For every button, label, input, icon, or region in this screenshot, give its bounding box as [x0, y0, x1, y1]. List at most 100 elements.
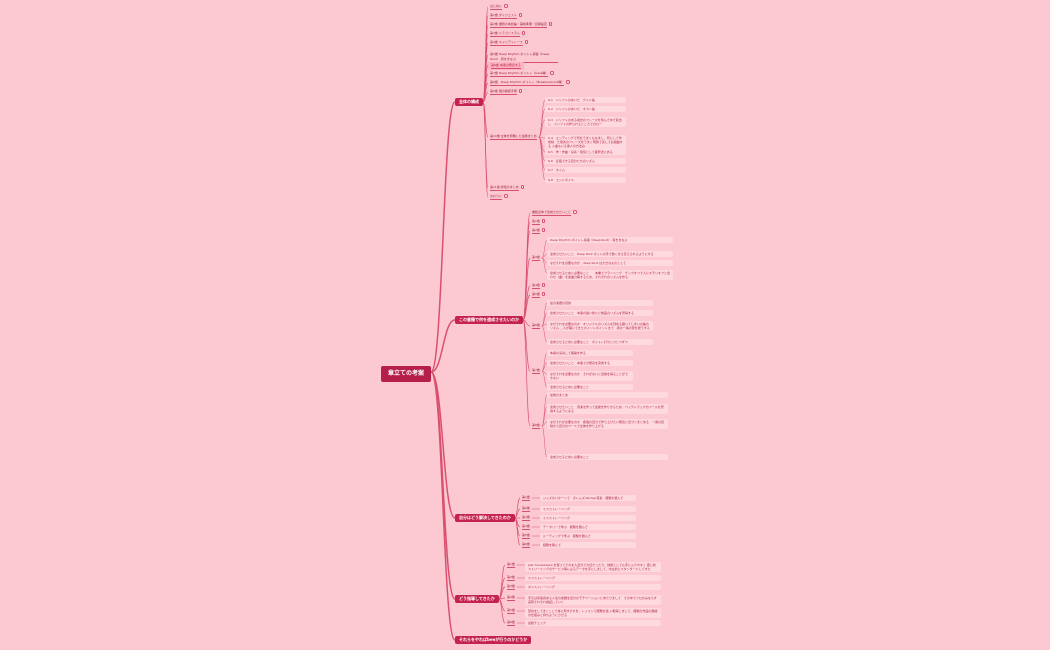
detail-2-4-0-label: ルーティングで学ぶ 経験を積んで [543, 534, 591, 538]
note-icon[interactable] [566, 80, 570, 84]
branch-2[interactable]: 自分はどう解決してきたのか [455, 514, 515, 522]
detail-0-10-6[interactable]: 6-7 タイム [545, 167, 626, 173]
detail-1-6-0[interactable]: 最の楽器の目的 [547, 300, 653, 306]
detail-2-2-0[interactable]: ミスストレーニング [540, 515, 636, 521]
subtopic-0-2[interactable]: 第2章 課題の本質論・事前準備・目標設定 [488, 22, 554, 28]
detail-1-8-3[interactable]: 達成させるために必要なこと [547, 454, 668, 460]
detail-1-8-0[interactable]: 最後のまとめ [547, 392, 668, 398]
root-node[interactable]: 章立ての考案 [381, 366, 432, 382]
detail-0-10-5[interactable]: 6-6 反復できる自分たちのリズム [545, 158, 626, 164]
subtopic-1-4[interactable]: 第4章 [530, 283, 547, 289]
detail-3-3-0[interactable]: 手元は音楽感ある人達の楽器を自分のモチベーションにあたりまして その中でプロのみ… [525, 595, 661, 605]
detail-1-3-0[interactable]: Deep Rhythm ボイトレ基礎（Deep Root）-音をまなぶ [547, 237, 673, 243]
subtopic-0-7[interactable]: 第7章 Deep Rhythm ボイトレ（bass種） [488, 71, 556, 77]
detail-1-8-2[interactable]: なぜそれが必要なのか 各個の自分で作り上げたい発表に近づくまとめる 一番の目線か… [547, 419, 668, 429]
note-icon[interactable] [573, 210, 577, 214]
subtopic-0-12[interactable]: おわりに [488, 194, 510, 200]
detail-1-7-3[interactable]: 達成させるために必要なこと [547, 384, 633, 390]
subtopic-2-3[interactable]: 第4章 [520, 524, 532, 530]
note-icon[interactable] [548, 22, 553, 26]
subtopic-2-4[interactable]: 第5章 [520, 533, 532, 539]
detail-1-6-3[interactable]: 達成させるために必要なこと ボイトレ打ちとひとつずつ [547, 339, 653, 345]
detail-3-4-0[interactable]: 環境をしてまくことで楽に刺すそれを、レッスンで経験を強 い取得しまして、経験の作… [525, 608, 661, 618]
note-icon[interactable] [541, 228, 546, 232]
subtopic-0-7-label: 第7章 Deep Rhythm ボイトレ（bass種） [490, 71, 549, 77]
subtopic-0-9[interactable]: 第9章 個の確認手順 [488, 89, 524, 95]
subtopic-3-2[interactable]: 第3章 [505, 584, 517, 590]
detail-1-8-1[interactable]: 達成させたいこと 音楽を作って最後を作りきるため、バックトラックのツールを習得す… [547, 404, 668, 414]
detail-1-3-2[interactable]: なぜそれを必要なのか deep Root は大きなものとして [547, 260, 673, 266]
subtopic-1-0[interactable]: 書籍全体で達成させたいこと [530, 210, 579, 216]
detail-3-3-0-label: 手元は音楽感ある人達の楽器を自分のモチベーションにあたりまして その中でプロのみ… [528, 596, 657, 604]
note-icon[interactable] [521, 31, 526, 35]
subtopic-1-2[interactable]: 第2章 [530, 228, 547, 234]
subtopic-1-1[interactable]: 第1章 [530, 219, 547, 225]
detail-3-0-0[interactable]: Jazz Somewhere を使ってそれを人自分で大切だったり、技術としても手… [525, 562, 661, 572]
subtopic-0-1[interactable]: 第1章 ダイジェスト [488, 13, 524, 19]
branch-3[interactable]: どう指導してきたか [455, 595, 499, 603]
detail-2-5-0[interactable]: 経験を積んで [540, 542, 636, 548]
detail-2-1-0-label: ミスストレーニング [543, 507, 571, 511]
detail-3-1-0[interactable]: ミスストレーニング [525, 575, 661, 581]
note-icon[interactable] [520, 185, 525, 189]
detail-1-6-2[interactable]: なぜそれを必要なのか オリジナルのリズムを刻める聴いてじまいの曲のリズム ＿人が… [547, 321, 653, 331]
subtopic-2-0-label: 第1章 [522, 495, 530, 501]
subtopic-0-3[interactable]: 第3章 ドラゴンスラム [488, 31, 527, 37]
detail-1-7-2[interactable]: なぜそれを必要なのか それがないと自信を得ることができない [547, 371, 633, 381]
detail-1-7-0[interactable]: 本番の演奏して展開を作る [547, 350, 633, 356]
note-icon[interactable] [504, 4, 508, 8]
detail-0-10-2[interactable]: 6-3 ドリフトのある場合のフレーズを刻んで中で音出し ドリフトの作られるところ… [545, 117, 626, 127]
branch-4[interactable]: それらをやればbeeが行うのかどうか [455, 636, 532, 644]
subtopic-2-0[interactable]: 第1章 [520, 495, 532, 501]
branch-sub-link [522, 319, 531, 327]
sub-detail-link [538, 136, 546, 181]
subtopic-3-0[interactable]: 第1章 [505, 562, 517, 568]
detail-1-7-1[interactable]: 達成させたいこと 本番での発表を完成する [547, 360, 633, 366]
detail-1-3-1[interactable]: 達成させたいこと Deep Root ボットの手で動くまる覚えられるようにする [547, 251, 673, 257]
subtopic-2-5-label: 第6章 [522, 542, 530, 548]
detail-0-10-1[interactable]: 6-2 ドリフトのあいだ オカン編 [545, 106, 626, 112]
subtopic-0-6[interactable]: 第6章 本番の発表する [488, 62, 524, 70]
detail-0-10-0[interactable]: 6-1 ドリフトのあいだ グイド編 [545, 97, 626, 103]
detail-0-10-0-label: 6-1 ドリフトのあいだ グイド編 [548, 98, 595, 102]
detail-3-2-0[interactable]: ボイストレーニング [525, 584, 661, 590]
detail-0-10-7[interactable]: 6-8 エンドボイス [545, 177, 626, 183]
detail-1-6-1[interactable]: 達成させたいこと 本番の強い新たに動画のリズムを習得する [547, 310, 653, 316]
branch-0[interactable]: 全体の構成 [455, 98, 483, 106]
note-icon[interactable] [541, 219, 546, 223]
subtopic-1-8[interactable]: 第8章 [530, 423, 542, 429]
note-icon[interactable] [541, 283, 546, 287]
branch-1[interactable]: この書籍で何を達成させたいのか [455, 316, 523, 324]
subtopic-1-5[interactable]: 第5章 [530, 292, 547, 298]
subtopic-0-4[interactable]: 第4章 キャリアトレース [488, 40, 530, 46]
subtopic-0-8[interactable]: 第8章 Deep Rhythm ボイトレ（Breaker/Grind種） [488, 80, 572, 86]
detail-0-10-4[interactable]: 6-5 作・作曲・演奏・環境として練習法にある [545, 149, 626, 155]
subtopic-3-4[interactable]: 第5章 [505, 608, 517, 614]
note-icon[interactable] [541, 292, 546, 296]
subtopic-3-5-label: 第6章 [507, 620, 515, 626]
subtopic-0-0[interactable]: はじめに [488, 4, 510, 10]
subtopic-1-7[interactable]: 第7章 [530, 368, 542, 374]
note-icon[interactable] [550, 71, 554, 75]
subtopic-3-3[interactable]: 第4章 [505, 595, 517, 601]
subtopic-2-5[interactable]: 第6章 [520, 542, 532, 548]
detail-2-4-0[interactable]: ルーティングで学ぶ 経験を積んで [540, 533, 636, 539]
detail-2-3-0[interactable]: データリーで学ぶ 経験を積んで [540, 524, 636, 530]
note-icon[interactable] [518, 13, 523, 17]
subtopic-1-6[interactable]: 第6章 [530, 323, 542, 329]
subtopic-2-1[interactable]: 第2章 [520, 506, 532, 512]
subtopic-0-10[interactable]: 第10章 全体を俯瞰した最終まとめ [488, 134, 539, 140]
detail-0-10-3[interactable]: 6-4 エンディングで何をうまくもなまし、何にして作成線 た間奏のフレーズをうま… [545, 135, 626, 149]
note-icon[interactable] [518, 89, 523, 93]
subtopic-3-1[interactable]: 第2章 [505, 575, 517, 581]
note-icon[interactable] [524, 40, 529, 44]
subtopic-1-3[interactable]: 第3章 [530, 255, 542, 261]
subtopic-2-2[interactable]: 第3章 [520, 515, 532, 521]
detail-2-0-0[interactable]: ジャズのパターンで ボトムズ/Vertigo音楽 経験を積んで [540, 495, 636, 501]
detail-2-1-0[interactable]: ミスストレーニング [540, 506, 636, 512]
subtopic-3-5[interactable]: 第6章 [505, 620, 517, 626]
note-icon[interactable] [504, 194, 508, 198]
detail-1-3-3[interactable]: 達成させるために必要なこと 本書でプランニング ゲックオフで人にキモリオフと合わ… [547, 270, 673, 280]
subtopic-0-11[interactable]: 第11章 総括のまとめ [488, 185, 526, 191]
detail-3-5-0[interactable]: 最終チェック [525, 620, 661, 626]
